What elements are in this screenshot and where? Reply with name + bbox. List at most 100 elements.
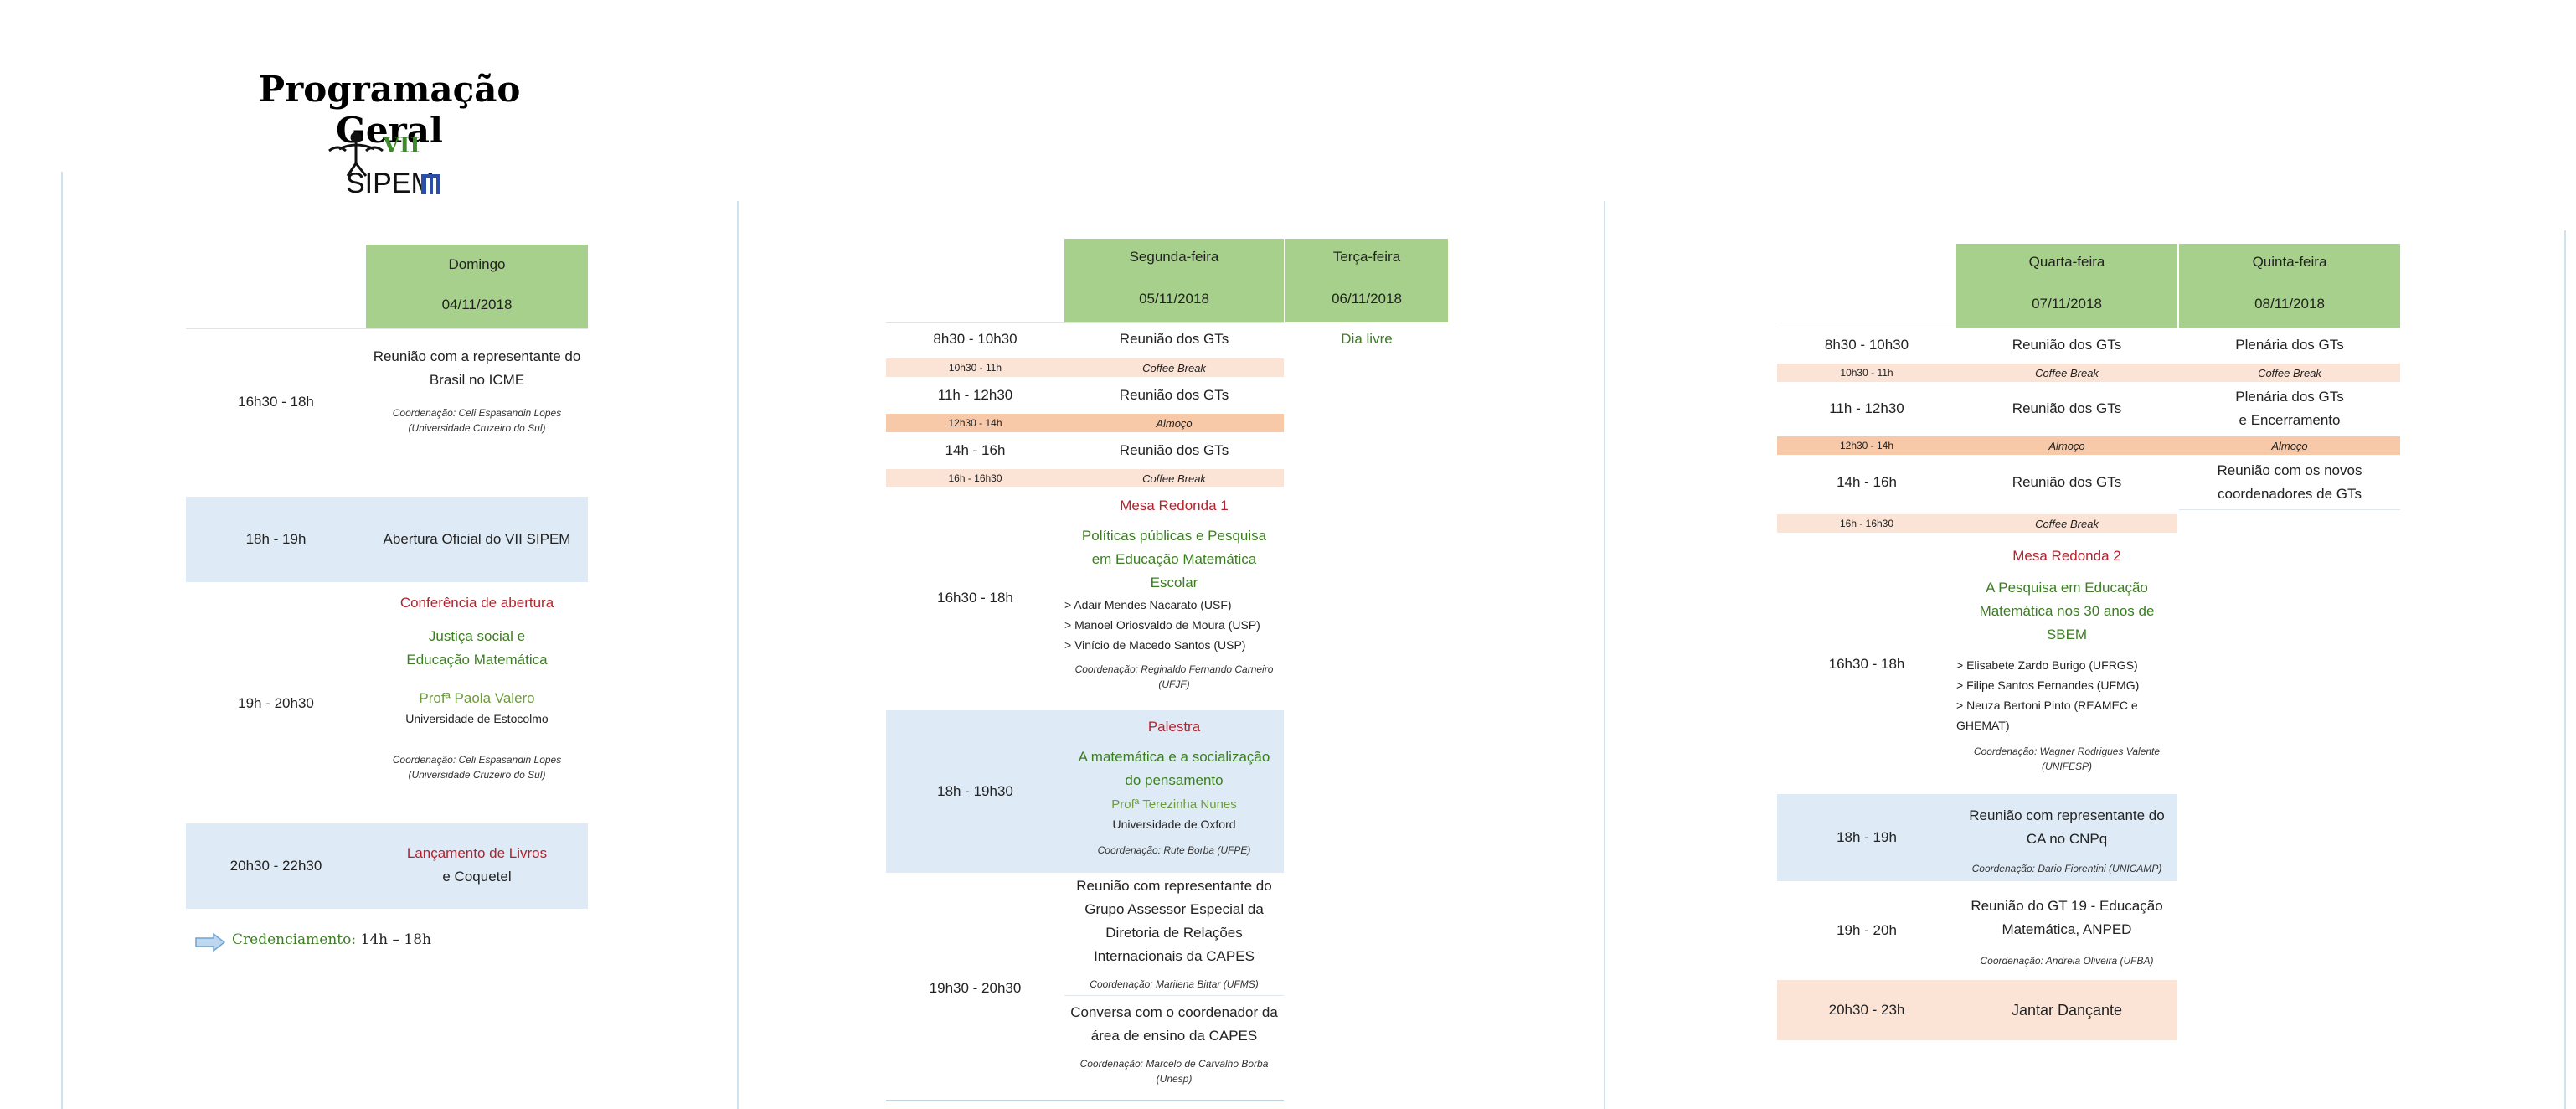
- row-dinner: [1777, 980, 2177, 1040]
- event-cell: Coffee Break: [2035, 517, 2099, 530]
- event-line: coordenadores de GTs: [2218, 486, 2362, 502]
- sipem-logo: VII SIPEM: [322, 126, 456, 201]
- day-label: Quarta-feira: [2028, 254, 2105, 270]
- row-lunch: [886, 414, 1284, 432]
- event-heading: Conferência de abertura: [399, 595, 554, 611]
- event-title: Políticas públicas e Pesquisa: [1081, 528, 1267, 544]
- time-cell: 11h - 12h30: [1829, 400, 1904, 416]
- event-cell: Reunião dos GTs: [1119, 442, 1229, 458]
- coordination: (Universidade Cruzeiro do Sul): [408, 769, 546, 781]
- participant: > Adair Mendes Nacarato (USF): [1064, 598, 1232, 611]
- participant: > Manoel Oriosvaldo de Moura (USP): [1064, 618, 1260, 632]
- sipem-logo-icon: VII SIPEM: [328, 132, 440, 199]
- time-cell: 10h30 - 11h: [1840, 367, 1893, 379]
- event-title: A matemática e a socialização: [1078, 749, 1270, 765]
- header-domingo: Domingo 04/11/2018: [366, 245, 588, 328]
- row-coffee: [886, 358, 1284, 377]
- coordination: Coordenação: Reginaldo Fernando Carneiro: [1074, 663, 1274, 675]
- coordination: Coordenação: Marcelo de Carvalho Borba: [1079, 1058, 1269, 1070]
- event-cell: Coffee Break: [2035, 366, 2099, 379]
- event-title: Justiça social e: [428, 628, 526, 644]
- event-line: Reunião com a representante do: [373, 348, 581, 364]
- event-cell: Mesa Redonda 1 Políticas públicas e Pesq…: [1064, 494, 1284, 692]
- event-line: Grupo Assessor Especial da: [1084, 901, 1264, 917]
- event-cell: Conferência de abertura Justiça social e…: [366, 591, 588, 782]
- time-cell: 16h - 16h30: [948, 472, 1002, 484]
- time-cell: 16h - 16h30: [1839, 518, 1894, 529]
- coordination: Coordenação: Rute Borba (UFPE): [1097, 844, 1251, 856]
- time-cell: 16h30 - 18h: [937, 590, 1013, 606]
- event-heading: Mesa Redonda 1: [1120, 498, 1229, 513]
- day-label: Quinta-feira: [2252, 254, 2327, 270]
- event-cell: Reunião com a representante do Brasil no…: [366, 345, 588, 436]
- page-separator: [1604, 201, 1605, 1109]
- event-line: Reunião com os novos: [2217, 462, 2362, 478]
- event-line: Reunião com representante do: [1076, 878, 1272, 894]
- event-cell: Reunião dos GTs: [1119, 331, 1229, 347]
- event-cell: Reunião dos GTs: [2012, 400, 2122, 416]
- event-cell: Reunião com representante do Grupo Asses…: [1064, 874, 1284, 1086]
- row-coffee: [886, 469, 1284, 487]
- institution: Universidade de Oxford: [1112, 818, 1236, 831]
- page-separator: [2564, 230, 2566, 1109]
- row-palestra: [886, 710, 1284, 873]
- event-cell: Jantar Dançante: [2011, 1002, 2123, 1019]
- event-cell: Reunião dos GTs: [1119, 387, 1229, 403]
- logo-text: SIPEM: [346, 168, 435, 199]
- event-cell: Coffee Break: [2258, 366, 2321, 379]
- credenciamento-label: Credenciamento:: [232, 931, 357, 948]
- coordination: Coordenação: Dario Fiorentini (UNICAMP): [1971, 863, 2162, 874]
- page-separator: [61, 172, 63, 1109]
- event-title: Escolar: [1150, 575, 1198, 591]
- event-cell: Coffee Break: [1142, 472, 1206, 485]
- coordination: (Universidade Cruzeiro do Sul): [408, 422, 546, 434]
- event-cell: Plenária dos GTs e Encerramento: [2179, 385, 2400, 432]
- date-label: 05/11/2018: [1139, 291, 1209, 307]
- event-title: do pensamento: [1125, 772, 1224, 788]
- time-cell: 14h - 16h: [1837, 474, 1897, 490]
- participant: > Elisabete Zardo Burigo (UFRGS): [1956, 658, 2138, 672]
- event-title: A Pesquisa em Educação: [1986, 580, 2148, 596]
- event-cell: Reunião dos GTs: [2012, 337, 2122, 353]
- speaker: Profª Terezinha Nunes: [1111, 797, 1237, 812]
- time-cell: 16h30 - 18h: [238, 394, 314, 410]
- event-line: e Coquetel: [442, 869, 512, 885]
- time-cell: 18h - 19h30: [937, 783, 1013, 799]
- event-line: Internacionais da CAPES: [1094, 948, 1255, 964]
- time-cell: 8h30 - 10h30: [933, 331, 1018, 347]
- date-label: 08/11/2018: [2254, 296, 2325, 312]
- coordination: Coordenação: Celi Espasandin Lopes: [392, 407, 562, 419]
- time-cell: 20h30 - 23h: [1828, 1002, 1905, 1018]
- page-title: Programação Geral: [258, 69, 521, 151]
- event-heading: Mesa Redonda 2: [2012, 548, 2121, 564]
- time-cell: 19h - 20h30: [238, 695, 314, 711]
- participant: > Neuza Bertoni Pinto (REAMEC e: [1956, 699, 2138, 712]
- day-label: Terça-feira: [1332, 249, 1401, 265]
- header-terca: Terça-feira 06/11/2018: [1285, 239, 1448, 322]
- row-cnpq: [1777, 794, 2177, 881]
- header-quinta: Quinta-feira 08/11/2018: [2179, 244, 2400, 328]
- date-label: 06/11/2018: [1332, 291, 1402, 307]
- time-cell: 16h30 - 18h: [1828, 655, 1905, 672]
- time-cell: 10h30 - 11h: [948, 362, 1002, 374]
- event-cell: Palestra A matemática e a socialização d…: [1064, 715, 1284, 858]
- event-cell: Reunião do GT 19 - Educação Matemática, …: [1956, 895, 2177, 968]
- row-lunch: [1777, 436, 2400, 455]
- institution: Universidade de Estocolmo: [405, 712, 549, 725]
- time-cell: 19h30 - 20h30: [929, 980, 1022, 996]
- participant: > Vinício de Macedo Santos (USP): [1064, 638, 1246, 652]
- event-line: e Encerramento: [2239, 412, 2341, 428]
- row-divider: [2179, 509, 2400, 510]
- date-label: 07/11/2018: [2032, 296, 2102, 312]
- time-cell: 19h - 20h: [1837, 922, 1897, 938]
- event-title: SBEM: [2046, 627, 2088, 642]
- row-divider: [186, 328, 588, 329]
- coordination: Coordenação: Marilena Bittar (UFMS): [1090, 978, 1259, 990]
- event-line: Conversa com o coordenador da: [1070, 1004, 1278, 1020]
- coordination: (UNIFESP): [2042, 761, 2092, 772]
- event-title: em Educação Matemática: [1091, 551, 1257, 567]
- speaker: Profª Paola Valero: [419, 690, 535, 706]
- event-line: área de ensino da CAPES: [1090, 1028, 1258, 1044]
- event-cell: Mesa Redonda 2 A Pesquisa em Educação Ma…: [1956, 544, 2177, 774]
- row-coffee: [1777, 364, 2400, 382]
